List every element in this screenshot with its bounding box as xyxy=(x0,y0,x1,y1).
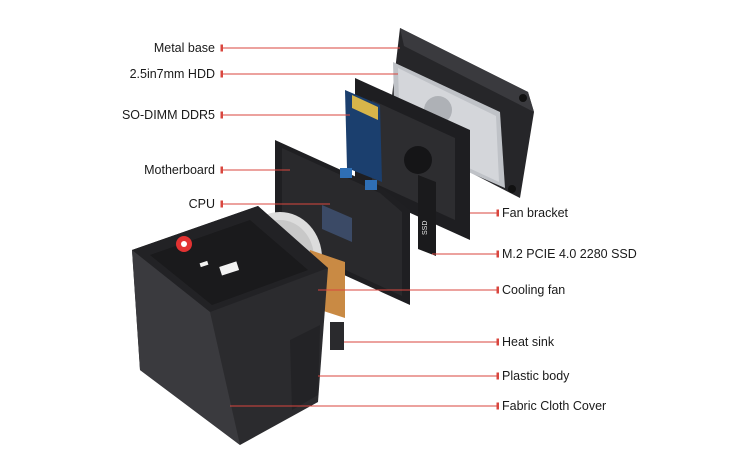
label-cooling-fan: Cooling fan xyxy=(502,283,566,297)
ssd-print: SSD xyxy=(422,221,429,235)
label-metal-base: Metal base xyxy=(153,41,215,55)
label-plastic-body: Plastic body xyxy=(502,369,570,383)
ssd-part: SSD xyxy=(418,175,436,256)
label-ssd: M.2 PCIE 4.0 2280 SSD xyxy=(502,247,637,261)
label-heat-sink: Heat sink xyxy=(502,335,555,349)
motherboard-part xyxy=(275,140,410,305)
heat-sink-part xyxy=(330,322,344,350)
label-hdd: 2.5in7mm HDD xyxy=(129,67,215,81)
chassis-part xyxy=(132,206,328,445)
label-sodimm: SO-DIMM DDR5 xyxy=(121,108,215,122)
label-motherboard: Motherboard xyxy=(144,163,215,177)
label-fabric-cover: Fabric Cloth Cover xyxy=(502,399,607,413)
label-cpu: CPU xyxy=(188,197,215,211)
label-fan-bracket: Fan bracket xyxy=(502,206,569,220)
